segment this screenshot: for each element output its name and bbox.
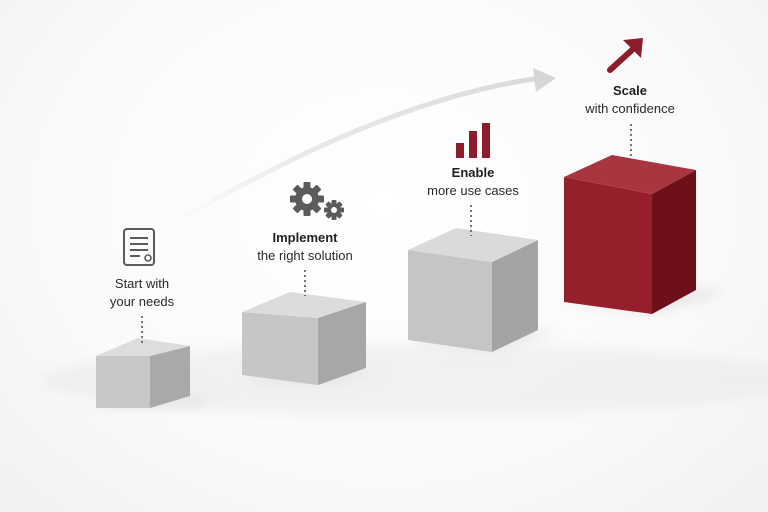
step-block-2 [242,292,380,385]
block-3-side [492,240,538,352]
bar-chart-icon [456,123,490,158]
block-2-front [242,312,318,385]
block-1-top [96,338,190,356]
step-3-title: Enable [451,165,495,180]
step-label-4: Scale with confidence [585,82,675,118]
step-block-3 [408,228,560,352]
step-3-subtitle: more use cases [427,183,519,198]
step-1-line2: your needs [109,294,175,309]
floor-shadow [40,344,768,416]
block-4-front [564,177,652,314]
step-label-3: Enable more use cases [427,164,519,200]
step-label-2: Implement the right solution [257,229,352,265]
growth-curve-arrowhead [533,68,556,92]
step-label-1: Start with your needs [110,275,174,311]
step-4-title: Scale [613,83,647,98]
step-block-4 [564,155,730,314]
step-2-subtitle: the right solution [257,248,353,263]
step-block-1 [96,338,214,408]
block-2-side [318,302,366,385]
block-1-front [96,356,150,408]
step-2-title: Implement [272,230,338,245]
growth-arrow-icon [607,38,643,73]
growth-curve [167,75,543,228]
block-2-top [242,292,366,318]
block-4-top [564,155,696,194]
document-icon [123,228,155,266]
block-3-top [408,228,538,262]
block-1-side [150,346,190,408]
block-3-front [408,250,492,352]
step-1-line1: Start with [114,276,170,291]
gears-icon [290,182,344,220]
step-4-subtitle: with confidence [585,101,675,116]
block-4-side [652,170,696,314]
